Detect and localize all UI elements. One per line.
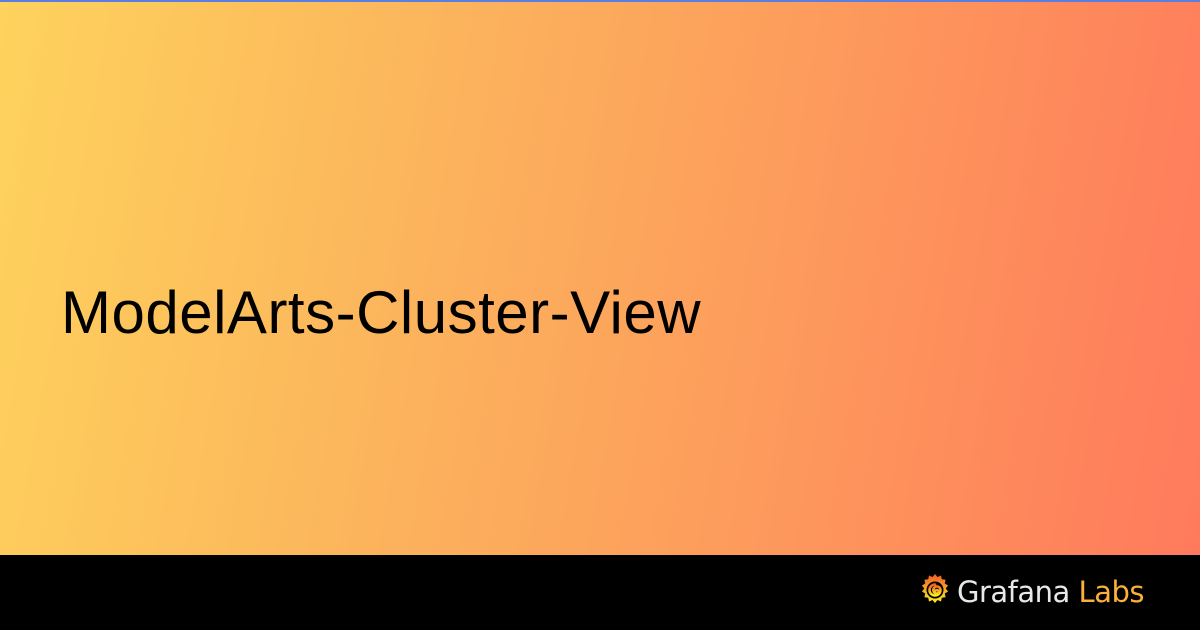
footer-bar [0,555,1200,630]
hero-banner [0,2,1200,555]
brand-name-secondary: Labs [1078,575,1145,609]
brand-logo: Grafana Labs [919,573,1145,612]
grafana-logo-icon [919,573,951,612]
page-title: ModelArts-Cluster-View [61,279,702,346]
brand-name-primary: Grafana [957,575,1070,609]
top-accent-bar [0,0,1200,2]
